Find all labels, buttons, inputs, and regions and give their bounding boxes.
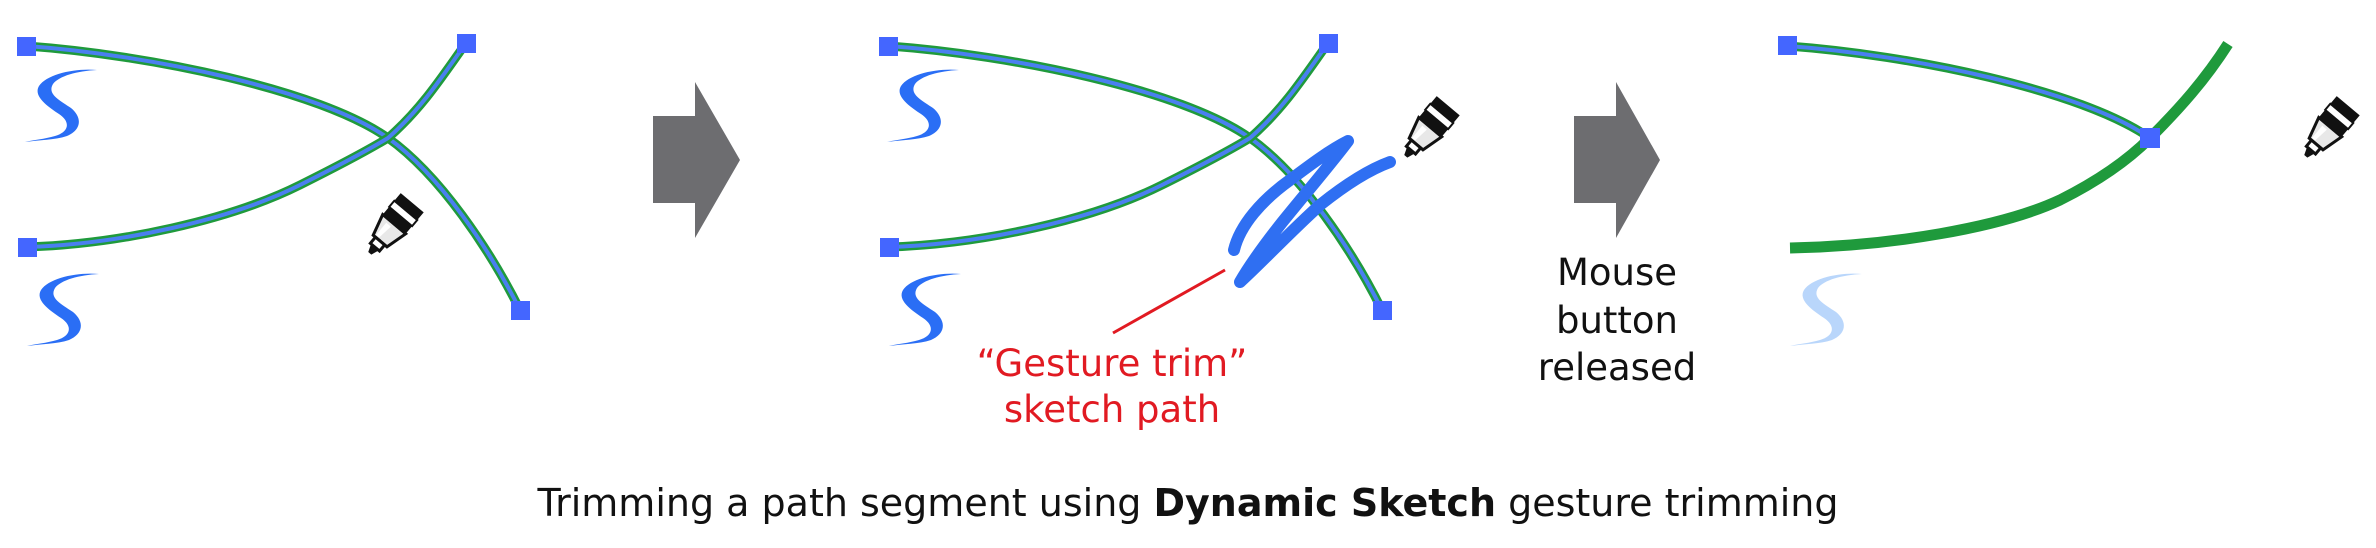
path-b[interactable]	[27, 40, 470, 252]
step-arrow-1	[653, 82, 740, 238]
sketch-path-icon	[25, 69, 97, 142]
figure-caption: Trimming a path segment using Dynamic Sk…	[536, 481, 1838, 525]
sketch-path-icon	[887, 69, 959, 142]
node-handle-top-right[interactable]	[1319, 34, 1338, 53]
path-a[interactable]	[888, 41, 1387, 313]
node-handle-intersection[interactable]	[2140, 128, 2160, 148]
caption-suffix: gesture trimming	[1496, 481, 1838, 525]
marker-pen-cursor-icon	[356, 191, 426, 265]
step-label-line2: button	[1556, 299, 1678, 342]
sketch-path-icon	[889, 273, 961, 346]
right-arrow-icon	[1574, 82, 1660, 238]
panel-before	[17, 34, 530, 346]
annotation-label-line1: “Gesture trim”	[977, 342, 1248, 385]
path-a-trimmed[interactable]	[1787, 41, 2153, 142]
right-arrow-icon	[653, 82, 740, 238]
sketch-path-icon	[27, 273, 99, 346]
caption-prefix: Trimming a path segment using	[536, 481, 1153, 525]
node-handle-top-left[interactable]	[17, 37, 36, 56]
annotation-leader-line	[1112, 268, 1226, 335]
gesture-trim-stroke	[1228, 135, 1396, 288]
node-handle-bottom-left[interactable]	[880, 238, 899, 257]
annotation-label-line2: sketch path	[1004, 388, 1220, 431]
panel-after	[1778, 36, 2362, 346]
node-handle-bottom-right[interactable]	[511, 301, 530, 320]
step-label-line3: released	[1538, 346, 1696, 389]
step-label-line1: Mouse	[1557, 251, 1677, 294]
marker-pen-cursor-icon	[1392, 94, 1462, 168]
path-a[interactable]	[26, 41, 525, 313]
sketch-path-icon-faded	[1790, 273, 1862, 346]
caption-bold-term: Dynamic Sketch	[1153, 481, 1496, 525]
panel-gesture: “Gesture trim” sketch path	[879, 34, 1462, 431]
path-b-joined[interactable]	[1789, 41, 2233, 254]
step-arrow-2: Mouse button released	[1538, 82, 1696, 389]
path-b[interactable]	[889, 40, 1332, 252]
node-handle-bottom-right[interactable]	[1373, 301, 1392, 320]
node-handle-top-left[interactable]	[879, 37, 898, 56]
node-handle-bottom-left[interactable]	[18, 238, 37, 257]
marker-pen-cursor-icon	[2292, 94, 2362, 168]
node-handle-top-right[interactable]	[457, 34, 476, 53]
node-handle-top-left[interactable]	[1778, 36, 1797, 55]
